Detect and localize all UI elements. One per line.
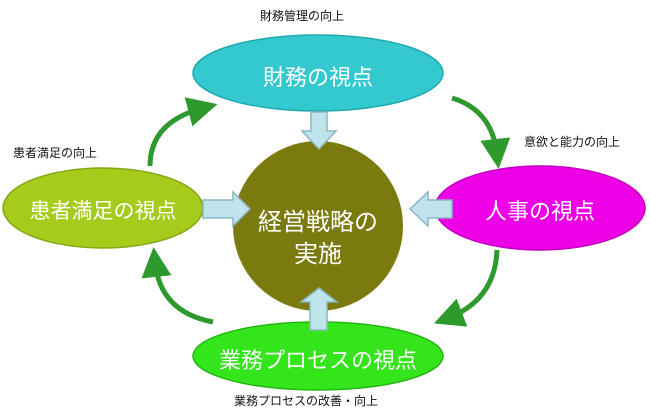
patient-node-label: 患者満足の視点 xyxy=(29,199,177,223)
cycle-arrow-bottom-right xyxy=(433,249,500,327)
connector-arrow-finance xyxy=(300,111,338,151)
hr-node-label: 人事の視点 xyxy=(484,200,595,225)
cycle-arrow-top-left xyxy=(147,97,218,167)
finance-node-label: 財務の視点 xyxy=(262,66,373,91)
center-circle xyxy=(233,141,403,311)
cycle-arrow-bottom-left xyxy=(141,247,214,325)
connector-arrow-process xyxy=(298,287,340,331)
connector-arrow-hr xyxy=(408,190,453,228)
center-label-line1: 経営戦略の xyxy=(258,208,378,236)
hr-caption: 意欲と能力の向上 xyxy=(524,135,621,149)
patient-caption: 患者満足の向上 xyxy=(13,146,98,160)
cycle-arrow-top-right xyxy=(451,95,511,169)
center-label-line2: 実施 xyxy=(294,240,342,268)
process-caption: 業務プロセスの改善・向上 xyxy=(234,394,379,408)
finance-node xyxy=(192,34,444,112)
finance-caption: 財務管理の向上 xyxy=(260,9,345,23)
process-node-label: 業務プロセスの視点 xyxy=(218,349,417,374)
connector-arrow-patient xyxy=(202,190,252,228)
